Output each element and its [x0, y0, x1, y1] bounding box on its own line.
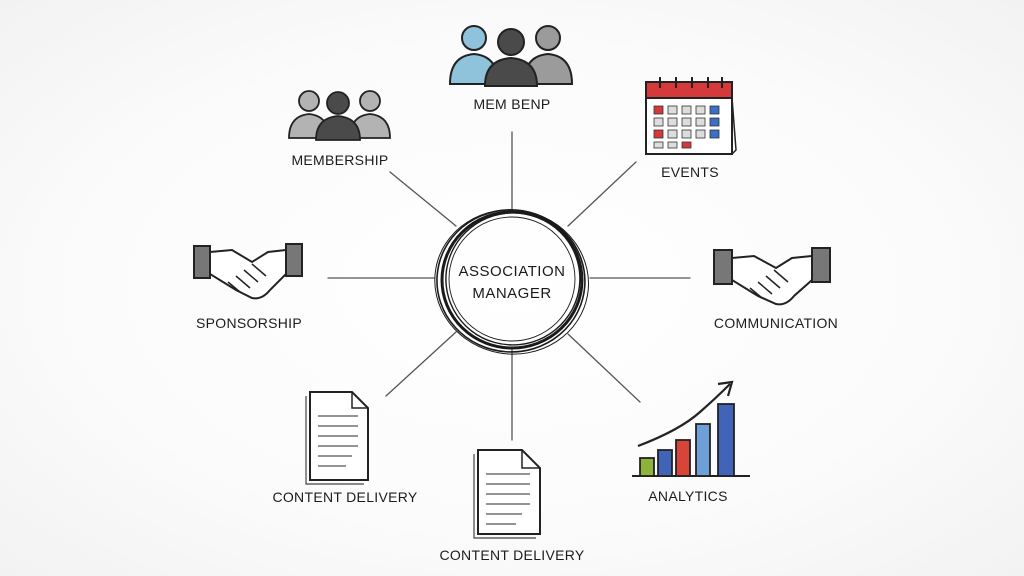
- bar-chart-icon: [632, 380, 750, 477]
- connector-lines: [327, 131, 691, 441]
- handshake-icon: [713, 247, 831, 306]
- node-label-membership-top: MEM BENP: [473, 96, 551, 112]
- connector-membership: [389, 171, 457, 227]
- connector-content-left: [385, 331, 457, 397]
- document-icon: [473, 449, 541, 539]
- center-label-line1: ASSOCIATION: [458, 263, 566, 280]
- connector-events: [567, 161, 637, 227]
- node-label-communication: COMMUNICATION: [713, 315, 839, 331]
- center-node-label: ASSOCIATION MANAGER: [459, 261, 566, 305]
- node-label-analytics: ANALYTICS: [648, 488, 728, 504]
- node-label-content-bottom: CONTENT DELIVERY: [439, 547, 585, 563]
- center-circle: [434, 209, 590, 355]
- handshake-icon: [193, 243, 303, 300]
- connector-analytics: [567, 333, 641, 403]
- node-label-events: EVENTS: [661, 164, 719, 180]
- node-label-sponsorship: SPONSORSHIP: [196, 315, 302, 331]
- center-label-line2: MANAGER: [472, 285, 552, 302]
- group-people-icon: [288, 90, 391, 141]
- node-label-membership: MEMBERSHIP: [291, 152, 389, 168]
- document-icon: [305, 391, 369, 485]
- node-label-content-left: CONTENT DELIVERY: [272, 489, 418, 505]
- calendar-icon: [645, 77, 737, 155]
- group-people-icon: [448, 25, 574, 87]
